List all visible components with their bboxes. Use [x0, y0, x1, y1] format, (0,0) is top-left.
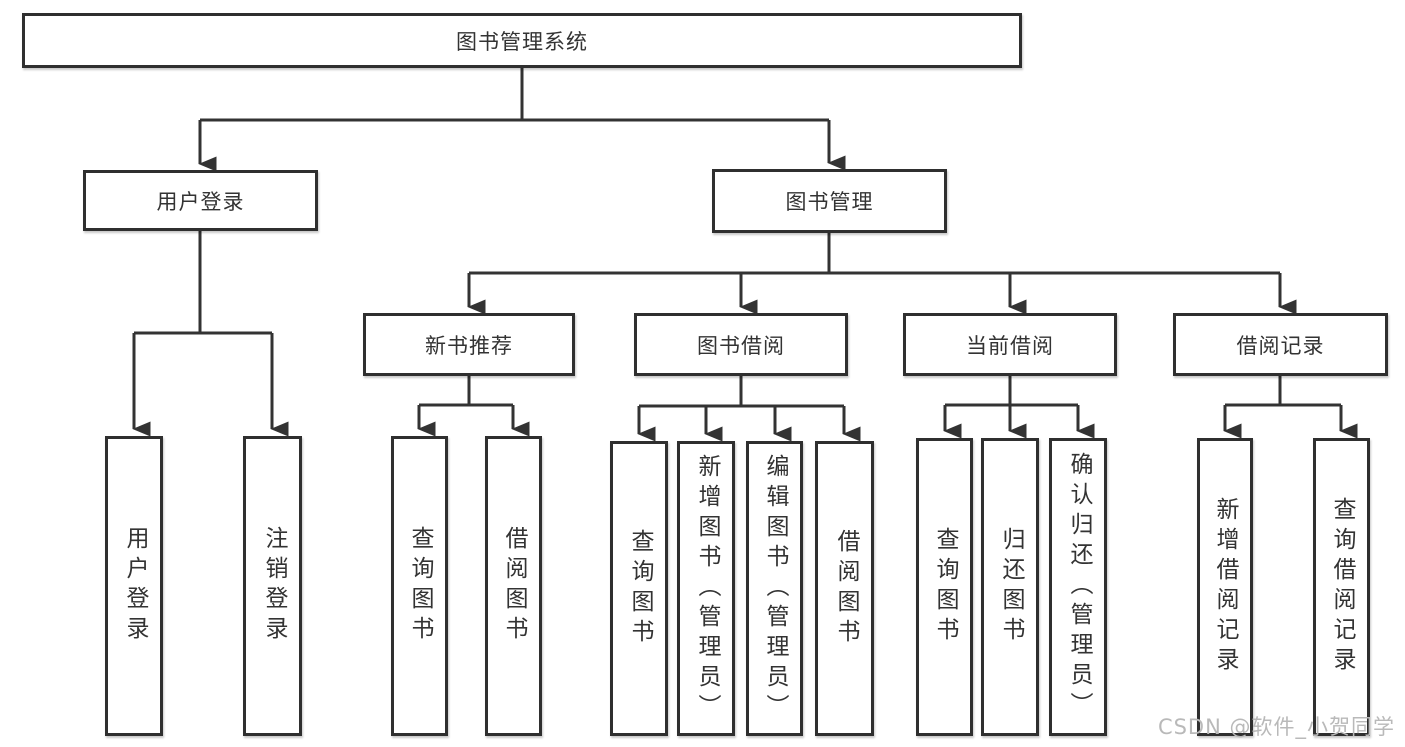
node-user-login: 用户登录 [83, 170, 318, 231]
node-borrow-records: 借阅记录 [1173, 313, 1388, 376]
node-root: 图书管理系统 [22, 13, 1022, 68]
leaf-query-borrow-record: 查询借阅记录 [1313, 438, 1370, 736]
leaf-edit-books-admin: 编辑图书（管理员） [746, 441, 803, 736]
node-current-borrow: 当前借阅 [903, 313, 1117, 376]
leaf-user-login: 用户登录 [105, 436, 163, 736]
leaf-query-books-borrow: 查询图书 [610, 441, 668, 736]
leaf-query-books-recommend: 查询图书 [391, 436, 448, 736]
leaf-confirm-return-admin: 确认归还（管理员） [1049, 438, 1107, 736]
node-book-management: 图书管理 [712, 169, 947, 233]
node-new-book-recommend: 新书推荐 [363, 313, 575, 376]
leaf-logout: 注销登录 [243, 436, 302, 736]
leaf-borrow-books-recommend: 借阅图书 [485, 436, 542, 736]
node-book-borrow: 图书借阅 [634, 313, 848, 376]
leaf-add-books-admin: 新增图书（管理员） [677, 441, 735, 736]
leaf-query-books-current: 查询图书 [916, 438, 973, 736]
leaf-return-books: 归还图书 [981, 438, 1039, 736]
leaf-borrow-books: 借阅图书 [815, 441, 874, 736]
watermark-text: CSDN @软件_小贺同学 [1157, 715, 1395, 739]
leaf-add-borrow-record: 新增借阅记录 [1197, 438, 1253, 736]
